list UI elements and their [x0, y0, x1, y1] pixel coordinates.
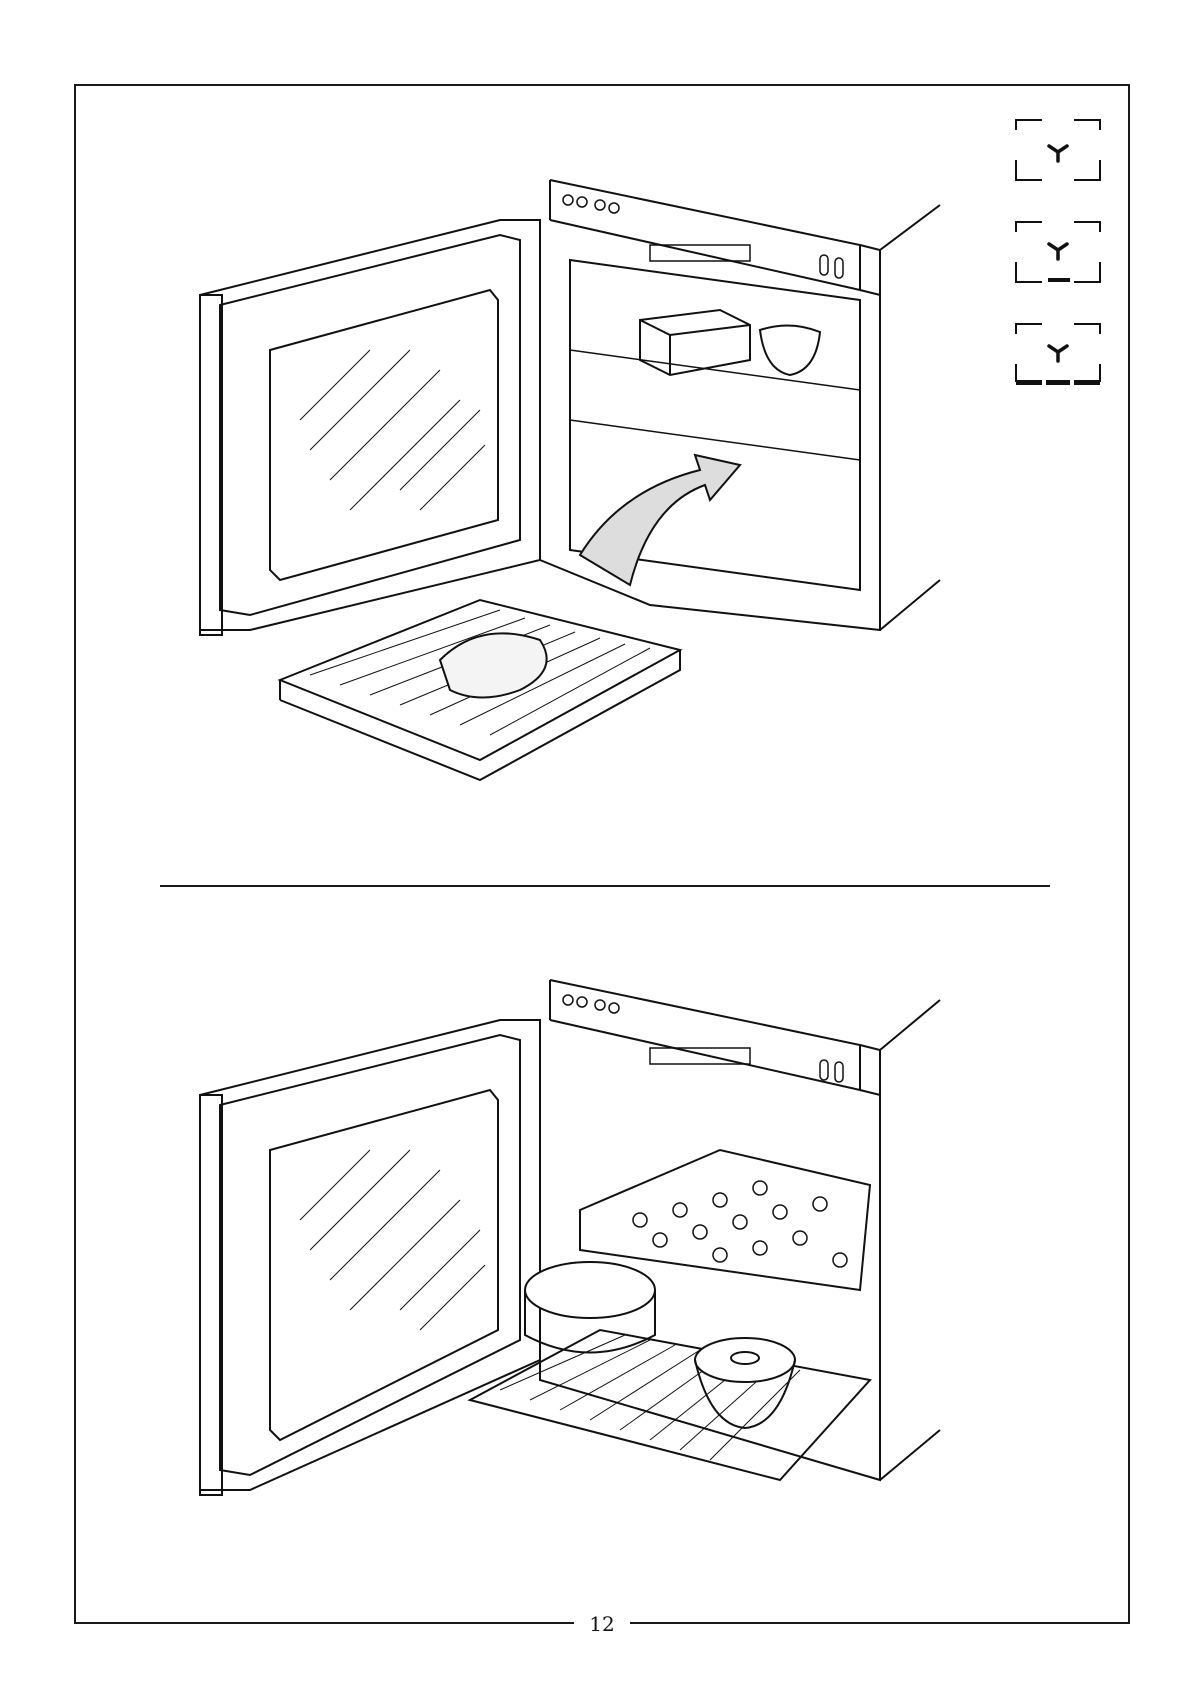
heating-bar-full [1016, 380, 1100, 385]
page-number: 12 [574, 1610, 630, 1638]
fan-mode-icon-1 [1012, 116, 1104, 184]
fan-mode-icon-2 [1012, 218, 1104, 286]
heating-bar-short [1048, 278, 1070, 282]
fan-mode-icon-3 [1012, 320, 1104, 388]
section-divider [160, 885, 1050, 887]
fan-icon [1049, 244, 1067, 259]
fan-icon [1049, 146, 1067, 161]
oven-with-baking-tray-and-cake-tins-illustration [180, 960, 960, 1520]
fan-icon [1049, 346, 1067, 361]
oven-with-roast-on-rack-illustration [180, 160, 960, 840]
